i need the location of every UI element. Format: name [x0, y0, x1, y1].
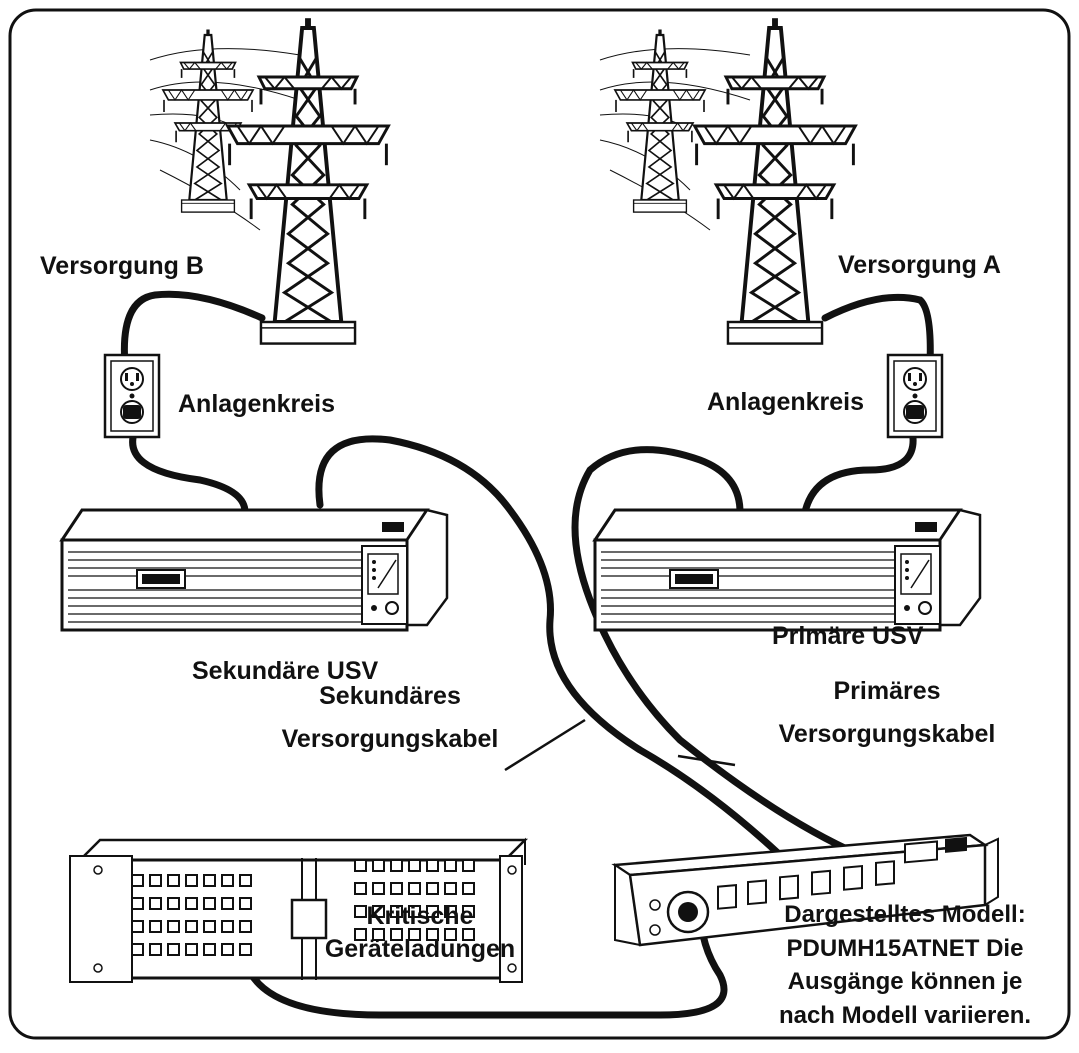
- label-critical-loads-line1: Kritische: [366, 902, 474, 930]
- label-model-note-line1: Dargestelltes Modell:: [784, 901, 1026, 928]
- leader-primary: [677, 754, 736, 767]
- label-cable-primary: Primäres Versorgungskabel: [762, 675, 1012, 750]
- label-circuit-right: Anlagenkreis: [707, 388, 865, 416]
- leader-secondary: [504, 718, 586, 772]
- cable-circuit-left: [129, 426, 249, 516]
- label-cable-primary-line1: Primäres: [833, 677, 941, 705]
- cable-supply-b: [120, 290, 266, 369]
- cable-supply-a: [821, 293, 934, 369]
- outlet-left: [103, 353, 161, 439]
- label-supply-a: Versorgung A: [838, 251, 1001, 279]
- label-cable-primary-line2: Versorgungskabel: [778, 719, 996, 748]
- label-cable-secondary: Sekundäres Versorgungskabel: [280, 680, 500, 755]
- label-circuit-left: Anlagenkreis: [178, 390, 336, 418]
- cable-circuit-right: [801, 426, 917, 516]
- label-cable-secondary-line2: Versorgungskabel: [281, 724, 499, 753]
- label-model-note-line4: nach Modell variieren.: [778, 1001, 1032, 1029]
- critical-load-rack: [69, 837, 529, 983]
- label-model-note: Dargestelltes Modell: PDUMH15ATNET Die A…: [755, 898, 1055, 1032]
- label-supply-b: Versorgung B: [40, 252, 204, 280]
- pdu: [611, 833, 999, 947]
- ups-secondary: [60, 508, 449, 632]
- cable-secondary: [315, 435, 784, 859]
- cable-primary: [571, 446, 864, 859]
- label-critical-loads: Kritische Geräteladungen: [320, 900, 520, 965]
- label-model-note-line2: PDUMH15ATNET Die: [786, 934, 1024, 962]
- label-cable-secondary-line1: Sekundäres: [319, 682, 461, 710]
- label-model-note-line3: Ausgänge können je: [787, 968, 1023, 996]
- ups-primary: [593, 508, 982, 632]
- label-ups-secondary: Sekundäre USV: [192, 657, 379, 685]
- label-critical-loads-line2: Geräteladungen: [324, 934, 516, 963]
- label-ups-primary: Primäre USV: [772, 622, 924, 650]
- outlet-right: [886, 353, 944, 439]
